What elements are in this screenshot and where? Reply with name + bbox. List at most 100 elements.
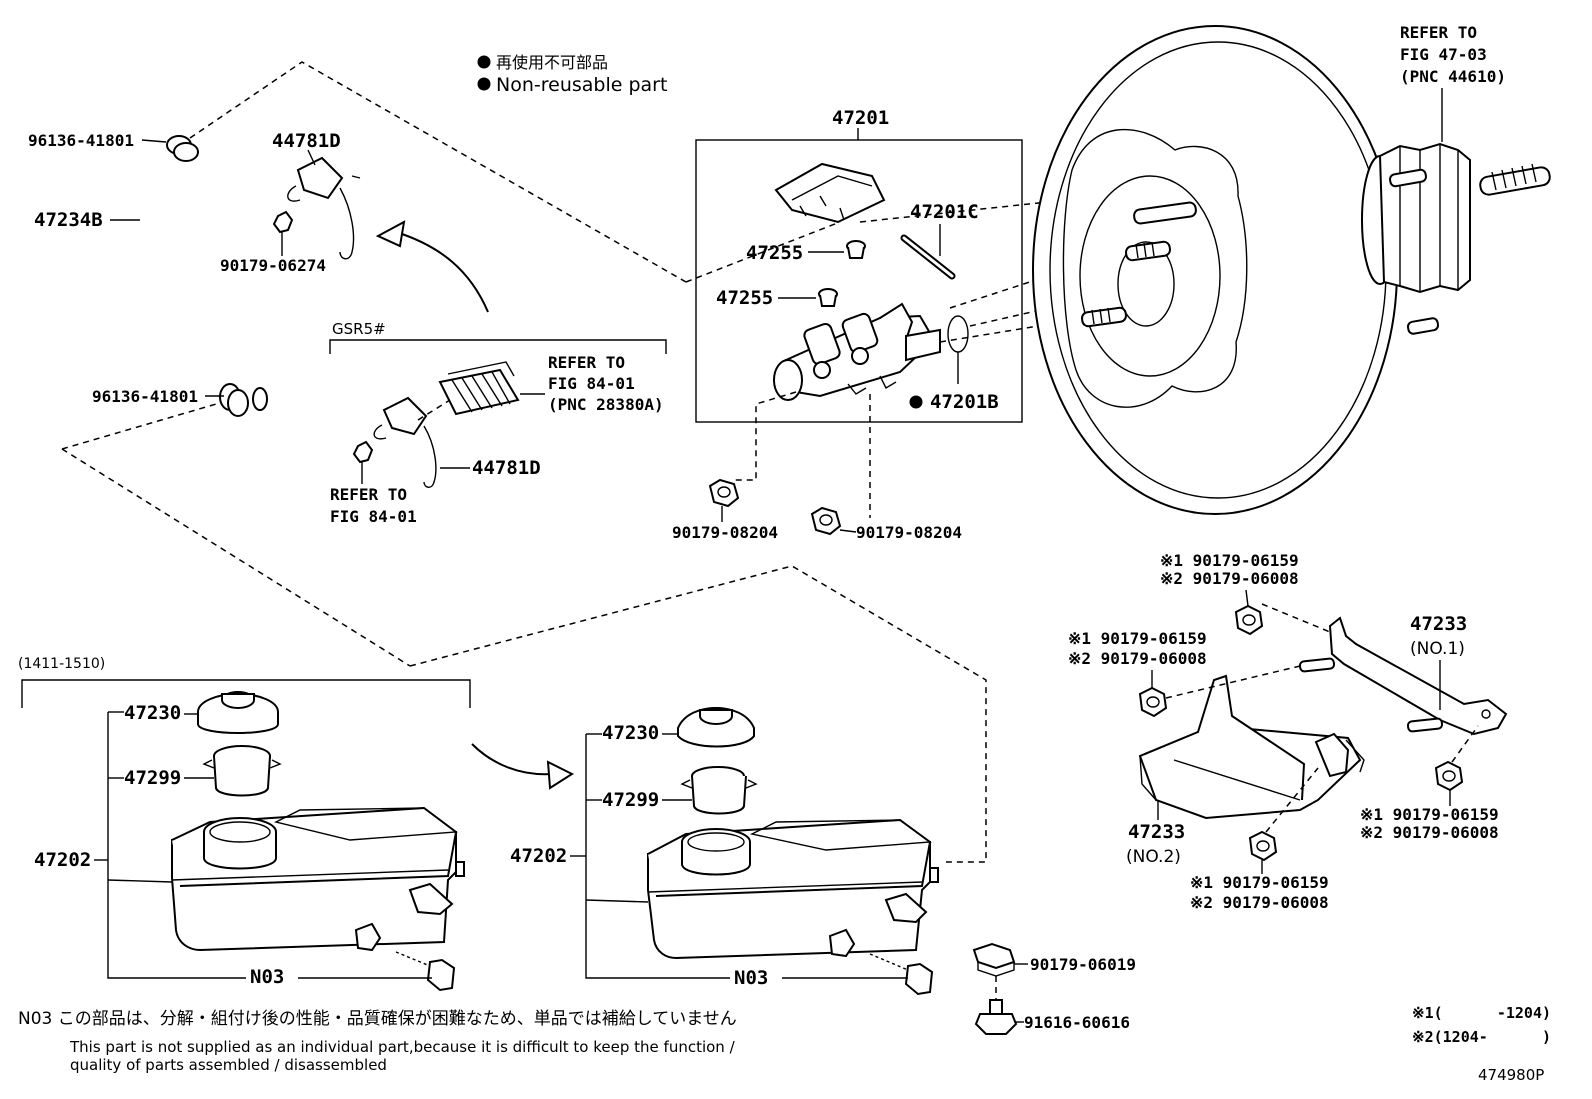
- footnote-range2: ※2(1204- ): [1412, 1028, 1551, 1046]
- label-47230-b: 47230: [602, 722, 659, 744]
- label-pnc-44610: (PNC 44610): [1400, 67, 1506, 86]
- reservoir-right-group: 47230 47299 47202 N03 90179-06019 91616-…: [510, 706, 1136, 1035]
- footnote-n03-en1: This part is not supplied as an individu…: [69, 1038, 736, 1056]
- label-fig-84-01: FIG 84-01: [548, 374, 635, 393]
- leader-line: [141, 139, 167, 143]
- arrow-head-icon: [375, 220, 406, 248]
- nut-a: [1234, 604, 1264, 636]
- clamp-top: [166, 135, 199, 162]
- bolt-91616-60616: [974, 999, 1018, 1035]
- label-90179-08204-b: 90179-08204: [856, 523, 962, 542]
- nut-b: [1138, 686, 1168, 718]
- label-47233-no1: 47233: [1410, 613, 1467, 635]
- label-91616-60616: 91616-60616: [1024, 1013, 1130, 1032]
- label-refer-to: REFER TO: [548, 353, 625, 372]
- label-no2: (NO.2): [1126, 847, 1181, 867]
- label-96136-top: 96136-41801: [28, 131, 134, 150]
- cylinder-body: [773, 302, 941, 401]
- leader-line: [585, 899, 649, 903]
- label-47201c: 47201C: [910, 201, 979, 223]
- leader-line: [107, 879, 173, 883]
- legend-jp: 再使用不可部品: [496, 53, 608, 72]
- o-ring: [947, 315, 969, 353]
- sensor-unit: [438, 361, 520, 416]
- label-44781d-bottom: 44781D: [472, 457, 541, 479]
- filter-47299-a: [202, 745, 282, 797]
- label-47299-a: 47299: [124, 767, 181, 789]
- label-refer-to-b: REFER TO: [330, 485, 407, 504]
- footnotes: N03 この部品は、分解・組付け後の性能・品質確保が困難なため、単品では補給して…: [18, 1004, 1551, 1084]
- label-96136-bottom: 96136-41801: [92, 387, 198, 406]
- legend: 再使用不可部品 Non-reusable part: [477, 53, 667, 96]
- bracket-47233-no1: [1298, 616, 1508, 736]
- leader-line: [732, 391, 797, 481]
- leader-line: [685, 221, 841, 283]
- label-n03-a: N03: [250, 966, 284, 988]
- leader-line: [1265, 767, 1319, 833]
- bullet-icon: [477, 77, 491, 91]
- clamp-bottom: [219, 383, 249, 417]
- non-reusable-bullet-icon: [909, 395, 923, 409]
- bracket-44781d-top: [272, 156, 361, 260]
- kit-box: [695, 139, 1023, 423]
- label-47202-a: 47202: [34, 849, 91, 871]
- label-44781d-top: 44781D: [272, 130, 341, 152]
- grommet-47255-b: [818, 288, 838, 307]
- label-nut-a1: ※1 90179-06159: [1160, 551, 1299, 570]
- nut-d: [1248, 830, 1278, 862]
- assembly-bracket: [107, 712, 246, 979]
- hose-end: [252, 387, 268, 411]
- leader-line: [1261, 603, 1331, 633]
- grommet-block: [774, 162, 886, 224]
- arrow-curve: [395, 231, 489, 313]
- filter-47299-b: [680, 766, 758, 815]
- nut-08204-b: [810, 506, 842, 536]
- leader-line: [839, 529, 857, 533]
- clip-90179-06019: [972, 942, 1016, 977]
- bracket-44781d-bottom: [352, 396, 437, 488]
- footnote-n03-en2: quality of parts assembled / disassemble…: [70, 1056, 387, 1074]
- leader-line: [1165, 665, 1301, 699]
- region-outline: [61, 448, 411, 667]
- label-nut-d1: ※1 90179-06159: [1190, 873, 1329, 892]
- legend-en: Non-reusable part: [496, 74, 667, 96]
- stud-icon: [1389, 168, 1440, 335]
- cap-47230-b: [677, 706, 755, 748]
- label-range-1411: (1411-1510): [18, 656, 105, 672]
- label-no1: (NO.1): [1410, 639, 1465, 659]
- nut-icon: [352, 440, 374, 464]
- tank-b: [647, 818, 939, 960]
- label-refer-to-c: REFER TO: [1400, 23, 1477, 42]
- range-bracket: [21, 679, 471, 708]
- region-outline: [61, 399, 231, 450]
- sensor-plug-a: [354, 922, 456, 992]
- leader-line: [1245, 589, 1249, 607]
- arrow-curve: [471, 743, 553, 776]
- sensor-plug-b: [828, 928, 934, 996]
- nut-08204-a: [708, 478, 740, 508]
- brake-booster: REFER TO FIG 47-03 (PNC 44610): [1032, 23, 1551, 515]
- hose-body: [126, 142, 320, 408]
- assembly-bracket: [585, 734, 730, 979]
- label-nut-a2: ※2 90179-06008: [1160, 569, 1299, 588]
- leader-line: [307, 149, 316, 166]
- figure-id: 474980P: [1478, 1066, 1544, 1084]
- hose-region: 96136-41801 47234B 96136-41801 44781D 90…: [28, 61, 841, 667]
- leader-line: [417, 399, 451, 421]
- label-nut-b1: ※1 90179-06159: [1068, 629, 1207, 648]
- label-gsr5: GSR5#: [332, 320, 386, 338]
- bracket-47233-group: ※1 90179-06159 ※2 90179-06008 ※1 90179-0…: [1068, 551, 1508, 912]
- label-47234b: 47234B: [34, 209, 103, 231]
- label-47201: 47201: [832, 107, 889, 129]
- nut-icon: [272, 210, 294, 234]
- label-47201b: 47201B: [930, 391, 999, 413]
- label-nut-b2: ※2 90179-06008: [1068, 649, 1207, 668]
- label-nut-d2: ※2 90179-06008: [1190, 893, 1329, 912]
- label-n03-b: N03: [734, 967, 768, 989]
- master-cylinder-group: 47201 47201C 47255 47255: [672, 107, 1161, 542]
- label-47299-b: 47299: [602, 789, 659, 811]
- label-47255-a: 47255: [746, 242, 803, 264]
- label-nut-c1: ※1 90179-06159: [1360, 805, 1499, 824]
